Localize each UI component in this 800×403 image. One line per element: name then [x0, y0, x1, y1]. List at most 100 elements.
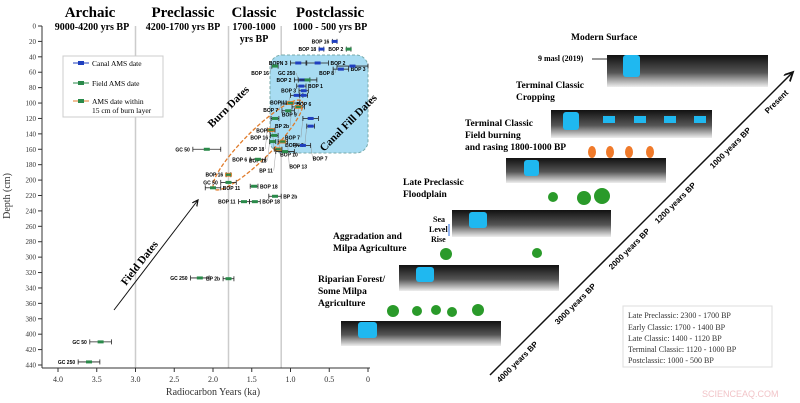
x-tick-label: 2.5 — [169, 375, 179, 384]
stage-title: Some Milpa — [318, 287, 367, 297]
data-point-canal — [336, 63, 369, 69]
point-label: BOP 10 — [280, 152, 298, 158]
label-leader-line — [272, 130, 275, 150]
data-point-field — [297, 77, 318, 83]
legend-item-canal: Canal AMS date — [73, 59, 142, 68]
point-label: BOP 18 — [298, 47, 316, 53]
y-tick-label: 380 — [26, 315, 37, 323]
y-tick-label: 200 — [26, 177, 37, 185]
tree-icons — [548, 188, 610, 205]
data-point-field — [249, 183, 259, 189]
period-classic: Classic — [232, 5, 277, 21]
stage-title: Late Preclassic — [403, 178, 464, 188]
point-marker — [282, 150, 289, 154]
y-tick-label: 260 — [26, 223, 37, 231]
point-marker — [274, 147, 282, 152]
label-leader-line — [265, 129, 268, 150]
period-key-item: Postclassic: 1000 - 500 BP — [628, 356, 714, 365]
point-marker — [299, 143, 306, 147]
point-marker — [279, 139, 287, 144]
stage-cropping: Terminal Classic Cropping — [516, 81, 712, 138]
label-leader-line — [300, 118, 304, 138]
data-point-field — [345, 46, 352, 52]
point-marker — [304, 78, 311, 82]
stage-title: Modern Surface — [571, 33, 637, 43]
point-marker — [298, 84, 305, 88]
point-label: BOP 7 — [285, 135, 300, 141]
point-label: BOP 16 — [312, 39, 330, 45]
point-label: GC 50 — [72, 340, 87, 346]
period-archaic: Archaic — [65, 5, 116, 21]
x-tick-label: 1.0 — [286, 375, 296, 384]
timeline-arrow — [489, 72, 793, 376]
point-label: BOP 2 — [330, 61, 345, 67]
point-label: GC 50 — [175, 147, 190, 153]
data-point-canal — [294, 142, 312, 148]
legend-label: Canal AMS date — [92, 59, 142, 68]
stage-title: Cropping — [516, 93, 555, 103]
period-headers: Archaic 9000-4200 yrs BP Preclassic 4200… — [55, 5, 367, 45]
data-point-field — [190, 275, 210, 281]
data-point-canal — [332, 66, 350, 72]
data-point-burn — [277, 139, 288, 145]
y-tick-label: 360 — [26, 300, 37, 308]
data-point-canal — [299, 92, 308, 98]
stage-title: Aggradation and — [333, 232, 403, 242]
point-label: BOP 6 — [296, 102, 311, 108]
y-tick-label: 220 — [26, 192, 37, 200]
period-key-item: Late Preclassic: 2300 - 1700 BP — [628, 311, 731, 320]
point-marker — [203, 147, 210, 151]
point-marker — [337, 67, 344, 71]
point-label: BOP 11 — [218, 200, 236, 206]
timeline-label: 4000 years BP — [495, 339, 540, 384]
point-marker — [345, 47, 352, 51]
point-marker — [251, 200, 258, 204]
point-marker — [86, 360, 92, 364]
point-marker — [287, 101, 294, 105]
point-label: BOP 1 — [308, 84, 323, 90]
stage-modern: Modern Surface 9 masl (2019) — [538, 33, 768, 87]
label-leader-line — [304, 126, 307, 146]
stage-title: Terminal Classic — [465, 119, 533, 129]
point-marker — [225, 277, 232, 281]
data-point-canal — [302, 115, 319, 121]
point-marker — [241, 200, 247, 204]
data-point-burn — [266, 127, 276, 133]
point-marker — [267, 128, 275, 132]
point-marker — [314, 61, 321, 65]
field-dates-annotation: Field Dates — [119, 238, 161, 288]
point-label: BP 2b — [283, 194, 297, 200]
data-point-field — [238, 199, 250, 205]
point-label: BOP 18 — [249, 159, 267, 165]
stage-title: Milpa Agriculture — [333, 244, 406, 254]
data-point-field — [270, 115, 280, 121]
point-marker — [210, 186, 216, 190]
point-marker — [196, 276, 203, 280]
data-point-burn — [273, 146, 283, 152]
data-point-field — [222, 276, 235, 282]
label-leader-line — [297, 95, 300, 115]
point-marker — [269, 140, 276, 144]
x-tick-label: 2.0 — [208, 375, 218, 384]
data-point-canal — [306, 60, 329, 66]
chart-legend: Canal AMS date Field AMS date AMS date w… — [62, 55, 164, 118]
data-point-field — [268, 193, 282, 199]
point-marker — [225, 172, 232, 177]
y-tick-label: 400 — [26, 331, 37, 339]
point-marker — [293, 93, 300, 97]
period-preclassic: Preclassic — [151, 5, 214, 21]
data-point-field — [249, 156, 267, 162]
data-point-field — [275, 149, 295, 155]
y-tick-label: 120 — [26, 115, 37, 123]
point-label: GC 250 — [58, 360, 75, 366]
data-point-field — [269, 132, 279, 138]
point-label: BOP 3 — [351, 67, 366, 73]
y-tick-label: 300 — [26, 254, 37, 262]
stage-title: Agriculture — [318, 299, 365, 309]
point-label: BP 2b — [275, 124, 289, 130]
timeline-label: 3000 years BP — [553, 281, 598, 326]
y-tick-label: 20 — [29, 38, 37, 46]
